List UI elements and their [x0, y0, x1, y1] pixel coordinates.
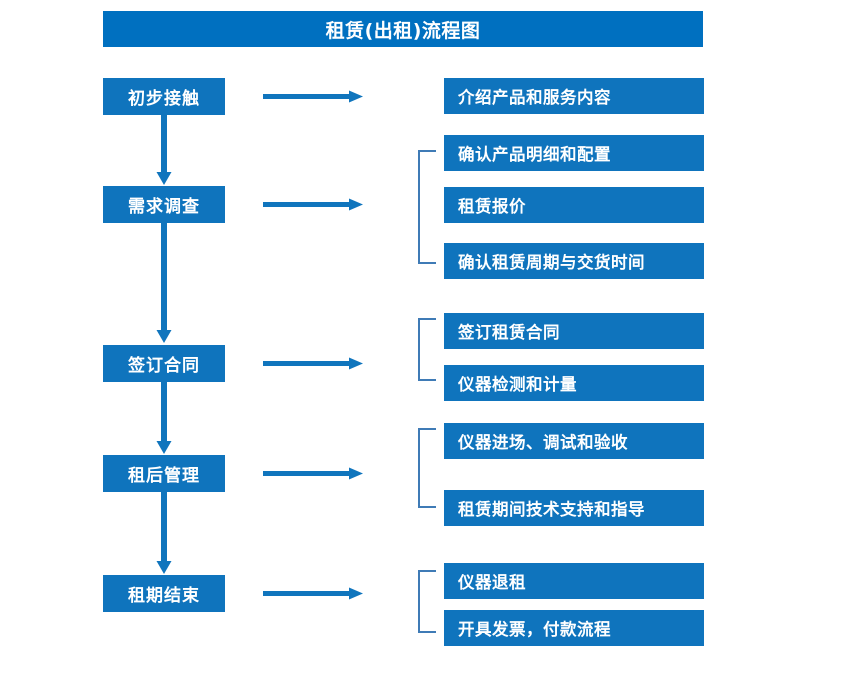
stage-box-2[interactable]: 需求调查: [103, 186, 225, 223]
detail-box-group-rental-end-2[interactable]: 开具发票，付款流程: [444, 610, 704, 646]
detail-box-label: 租赁报价: [458, 197, 526, 216]
arrow-post-rental-to-details: [263, 466, 363, 480]
detail-box-label: 租赁期间技术支持和指导: [458, 500, 645, 519]
detail-box-label: 仪器检测和计量: [458, 375, 577, 394]
stage-box-label: 租后管理: [128, 466, 200, 486]
arrow-initial-contact-to-requirement-survey: [155, 115, 173, 185]
stage-box-label: 需求调查: [128, 197, 200, 217]
group-bracket-group-requirement-survey: [418, 150, 436, 264]
detail-box-group-initial-contact-1[interactable]: 介绍产品和服务内容: [444, 78, 704, 114]
detail-box-group-rental-end-1[interactable]: 仪器退租: [444, 563, 704, 599]
detail-box-label: 仪器进场、调试和验收: [458, 433, 628, 452]
detail-box-group-requirement-survey-1[interactable]: 确认产品明细和配置: [444, 135, 704, 171]
stage-box-label: 租期结束: [128, 586, 200, 606]
detail-box-group-requirement-survey-2[interactable]: 租赁报价: [444, 187, 704, 223]
detail-box-label: 确认产品明细和配置: [458, 145, 611, 164]
detail-box-group-post-rental-management-1[interactable]: 仪器进场、调试和验收: [444, 423, 704, 459]
arrow-initial-contact-to-intro: [263, 89, 363, 103]
stage-box-3[interactable]: 签订合同: [103, 345, 225, 382]
arrow-requirement-survey-to-details: [263, 197, 363, 211]
arrow-sign-contract-to-post-rental: [155, 382, 173, 454]
stage-box-label: 签订合同: [128, 356, 200, 376]
arrow-sign-contract-to-details: [263, 356, 363, 370]
detail-box-label: 签订租赁合同: [458, 323, 560, 342]
stage-box-4[interactable]: 租后管理: [103, 455, 225, 492]
stage-box-1[interactable]: 初步接触: [103, 78, 225, 115]
detail-box-label: 仪器退租: [458, 573, 526, 592]
stage-box-label: 初步接触: [128, 89, 200, 109]
group-bracket-group-rental-end: [418, 570, 436, 633]
page-title: 租赁(出租)流程图: [103, 11, 703, 47]
arrow-rental-end-to-details: [263, 586, 363, 600]
arrow-requirement-survey-to-sign-contract: [155, 223, 173, 343]
detail-box-group-post-rental-management-2[interactable]: 租赁期间技术支持和指导: [444, 490, 704, 526]
detail-box-group-requirement-survey-3[interactable]: 确认租赁周期与交货时间: [444, 243, 704, 279]
detail-box-label: 开具发票，付款流程: [458, 620, 611, 639]
group-bracket-group-sign-contract: [418, 318, 436, 381]
stage-box-5[interactable]: 租期结束: [103, 575, 225, 612]
arrow-post-rental-to-rental-end: [155, 492, 173, 574]
detail-box-label: 确认租赁周期与交货时间: [458, 253, 645, 272]
group-bracket-group-post-rental-management: [418, 428, 436, 508]
detail-box-group-sign-contract-2[interactable]: 仪器检测和计量: [444, 365, 704, 401]
detail-box-group-sign-contract-1[interactable]: 签订租赁合同: [444, 313, 704, 349]
detail-box-label: 介绍产品和服务内容: [458, 88, 611, 107]
